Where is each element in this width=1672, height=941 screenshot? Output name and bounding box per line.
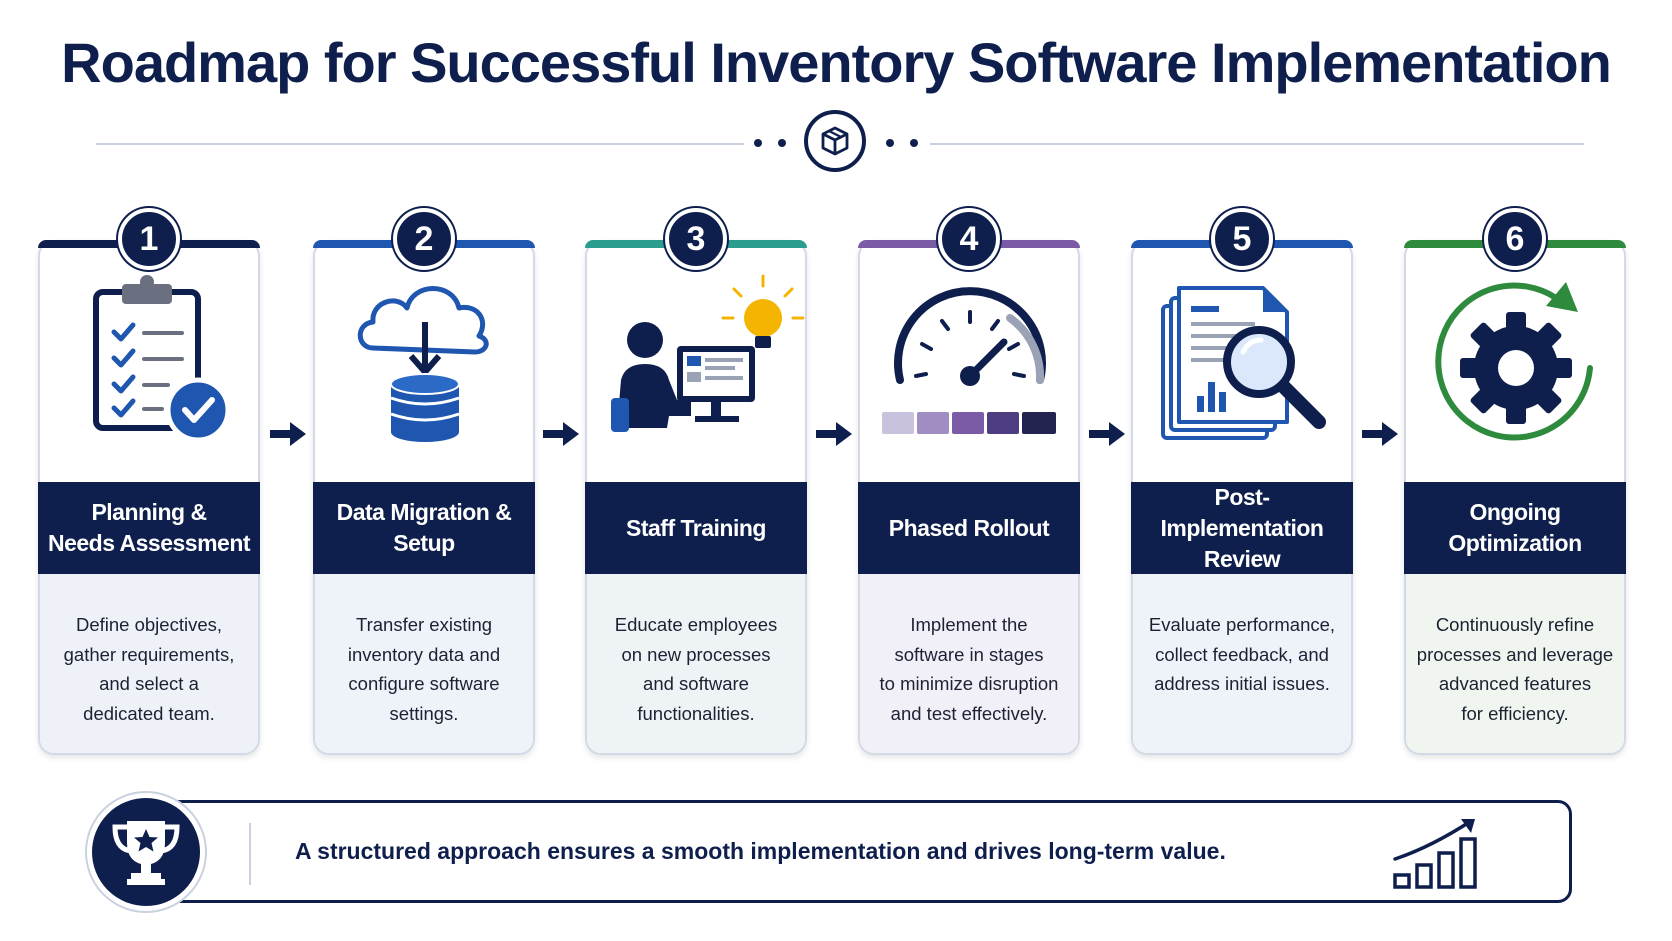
step-number-badge: 6 (1484, 208, 1546, 270)
arrow-right-icon (268, 419, 308, 449)
title-divider-right (930, 143, 1584, 145)
step-title: Data Migration & Setup (313, 482, 535, 574)
step-card-4: Phased Rollout Implement the software in… (858, 240, 1080, 755)
summary-separator (249, 823, 251, 885)
speedometer-icon (860, 248, 1078, 482)
step-number-badge: 5 (1211, 208, 1273, 270)
step-card-2: Data Migration & Setup Transfer existing… (313, 240, 535, 755)
growth-chart-icon (1391, 817, 1481, 898)
clipboard-checklist-icon (40, 248, 258, 482)
arrow-right-icon (1360, 419, 1400, 449)
step-description: Evaluate performance, collect feedback, … (1133, 574, 1351, 753)
arrow-right-icon (814, 419, 854, 449)
step-card-6: Ongoing Optimization Continuously refine… (1404, 240, 1626, 755)
summary-text: A structured approach ensures a smooth i… (295, 838, 1226, 864)
step-description: Define objectives, gather requirements, … (40, 574, 258, 753)
cloud-database-icon (315, 248, 533, 482)
step-description: Educate employees on new processes and s… (587, 574, 805, 753)
step-title: Phased Rollout (858, 482, 1080, 574)
step-card-5: Post-Implementation Review Evaluate perf… (1131, 240, 1353, 755)
step-number-badge: 1 (118, 208, 180, 270)
step-number-badge: 4 (938, 208, 1000, 270)
step-number-badge: 2 (393, 208, 455, 270)
step-card-3: Staff Training Educate employees on new … (585, 240, 807, 755)
page-title: Roadmap for Successful Inventory Softwar… (61, 31, 1612, 94)
divider-dot (886, 139, 894, 147)
step-card-1: Planning & Needs Assessment Define objec… (38, 240, 260, 755)
step-title: Ongoing Optimization (1404, 482, 1626, 574)
arrow-right-icon (541, 419, 581, 449)
arrow-right-icon (1087, 419, 1127, 449)
divider-dot (778, 139, 786, 147)
step-description: Continuously refine processes and levera… (1406, 574, 1624, 753)
title-divider-left (96, 143, 744, 145)
trainee-computer-icon (587, 248, 805, 482)
summary-banner: A structured approach ensures a smooth i… (160, 800, 1572, 903)
step-description: Implement the software in stages to mini… (860, 574, 1078, 753)
step-title: Post-Implementation Review (1131, 482, 1353, 574)
step-title: Staff Training (585, 482, 807, 574)
divider-dot (754, 139, 762, 147)
gear-cycle-icon (1406, 248, 1624, 482)
step-description: Transfer existing inventory data and con… (315, 574, 533, 753)
divider-dot (910, 139, 918, 147)
step-title: Planning & Needs Assessment (38, 482, 260, 574)
box-icon (804, 110, 866, 172)
document-magnifier-icon (1133, 248, 1351, 482)
trophy-icon (87, 793, 205, 911)
step-number-badge: 3 (665, 208, 727, 270)
